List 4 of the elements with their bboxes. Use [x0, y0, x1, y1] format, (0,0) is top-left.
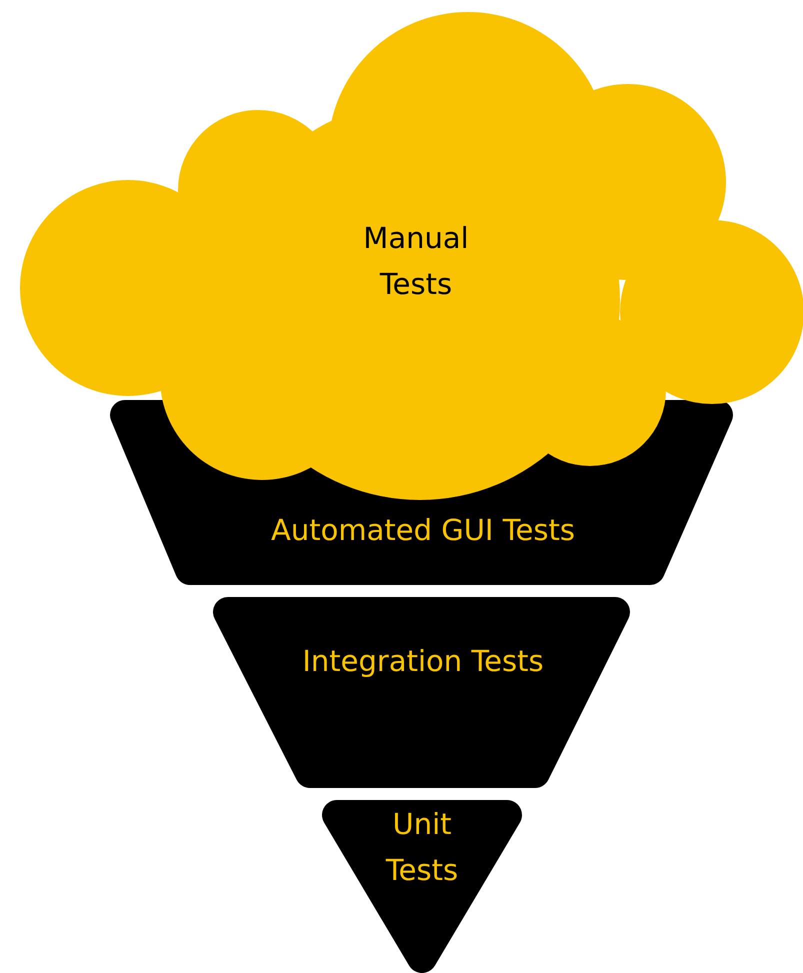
stage-label: Integration Tests [301, 643, 545, 680]
stage-label: Unit Tests [384, 806, 460, 889]
stage-label: Automated GUI Tests [270, 512, 576, 549]
stage-label: Manual Tests [362, 220, 470, 303]
